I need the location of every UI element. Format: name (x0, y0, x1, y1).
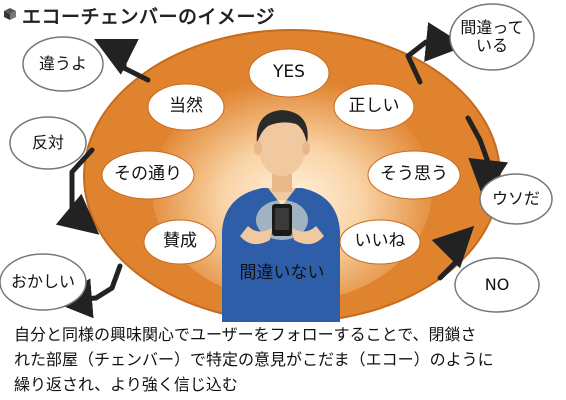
caption-line-2: れた部屋（チェンバー）で特定の意見がこだま（エコー）のように (14, 350, 494, 369)
person-neck (272, 172, 292, 192)
bubble-sou-omou (367, 150, 461, 200)
bubble-sonotoori (101, 150, 195, 200)
arrow-hantai (55, 147, 100, 235)
arrow-no (431, 225, 475, 281)
label-no: NO (484, 274, 510, 294)
arrow-chigau-yo (94, 39, 151, 83)
caption-line-1: 自分と同様の興味関心でユーザーをフォローすることで、閉鎖さ (14, 325, 477, 344)
person-shirt (222, 188, 340, 322)
bubble-yes (248, 48, 330, 98)
diagram-title: エコーチェンバーのイメージ (22, 6, 276, 28)
arrow-okashii (52, 263, 123, 319)
label-okashii: おかしい (10, 271, 75, 291)
diagram-graphic (0, 3, 553, 322)
person-left-arm (240, 226, 272, 245)
label-sansei: 賛成 (163, 231, 197, 252)
caption-line-3: 繰り返され、より強く信じ込む (14, 375, 238, 394)
bubble-no (454, 257, 540, 313)
bubble-touzen (147, 83, 225, 131)
bubble-chigau-yo (22, 36, 104, 92)
bubble-hantai (9, 116, 87, 170)
bubble-machigatte-iru (449, 3, 535, 71)
caption: 自分と同様の興味関心でユーザーをフォローすることで、閉鎖さ れた部屋（チェンバー… (14, 322, 562, 397)
arrow-machigatte-iru (405, 22, 466, 85)
label-sonotoori: その通り (114, 164, 182, 185)
label-sou-omou: そう思う (380, 164, 448, 185)
label-hantai: 反対 (31, 132, 64, 152)
rejection-arrows (52, 22, 509, 319)
label-machigatte-iru-line1: 間違って (460, 17, 524, 37)
bubble-uso-da (479, 173, 553, 225)
label-machigai-nai: 間違いない (239, 263, 325, 284)
arrow-uso-da (465, 115, 509, 200)
person-head (258, 116, 306, 176)
label-touzen: 当然 (169, 96, 203, 117)
bubble-okashii (0, 253, 87, 311)
label-yes: YES (273, 62, 305, 83)
person-with-phone (222, 110, 340, 322)
label-iine: いいね (354, 231, 406, 252)
label-machigatte-iru-line2: いる (475, 36, 508, 55)
person-right-arm (292, 226, 324, 245)
label-uso-da: ウソだ (491, 188, 540, 208)
label-chigau-yo: 違うよ (38, 53, 87, 73)
bubble-sansei (143, 219, 217, 265)
label-machigatte-iru: 間違って いる (450, 14, 534, 60)
person-hair (256, 110, 308, 144)
bubble-tadashii (333, 83, 415, 131)
label-tadashii: 正しい (348, 96, 400, 117)
cube-icon (4, 8, 16, 20)
outer-bubbles (0, 3, 553, 313)
